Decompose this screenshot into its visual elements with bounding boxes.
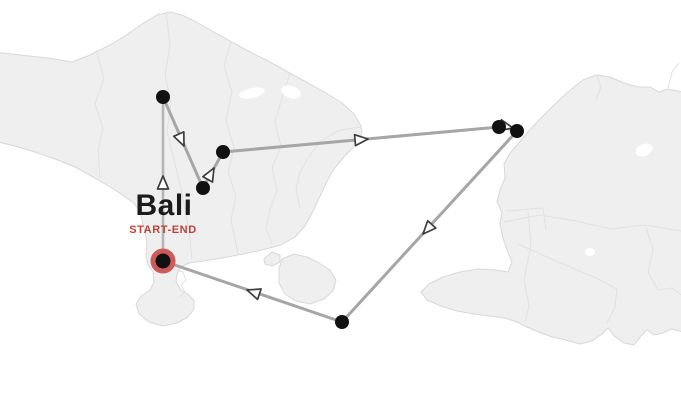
start-end-marker [150,248,176,274]
bali-region-borders [94,12,362,298]
waypoint-dot-stop-central-bali [196,181,210,195]
waypoint-dot-stop-lombok [510,124,524,138]
waypoint-dot-stop-north-bali [156,90,170,104]
direction-arrow [156,175,170,190]
bali-island-shape [0,11,363,327]
direction-arrow [246,288,262,301]
lake-patch [281,85,301,99]
direction-arrow [353,133,369,147]
nusa-lembongan-island [263,251,281,267]
nusa-islands [263,251,337,305]
lake-patch [239,87,265,99]
lombok-region-borders [503,62,681,324]
nusa-penida-island [278,253,337,305]
mountain-patch [635,143,653,157]
direction-arrow [422,219,437,235]
mountain-patch [585,248,595,256]
waypoint-dot-stop-east-bali [216,145,230,159]
waypoint-dot-stop-south-sea [335,315,349,329]
lombok-island [420,62,681,346]
direction-arrow [172,131,185,147]
direction-arrow [202,167,215,183]
lombok-island-shape [420,74,681,346]
route-layer [150,90,524,329]
bali-island [0,11,363,327]
waypoint-dot-stop-lombok-west [492,120,506,134]
